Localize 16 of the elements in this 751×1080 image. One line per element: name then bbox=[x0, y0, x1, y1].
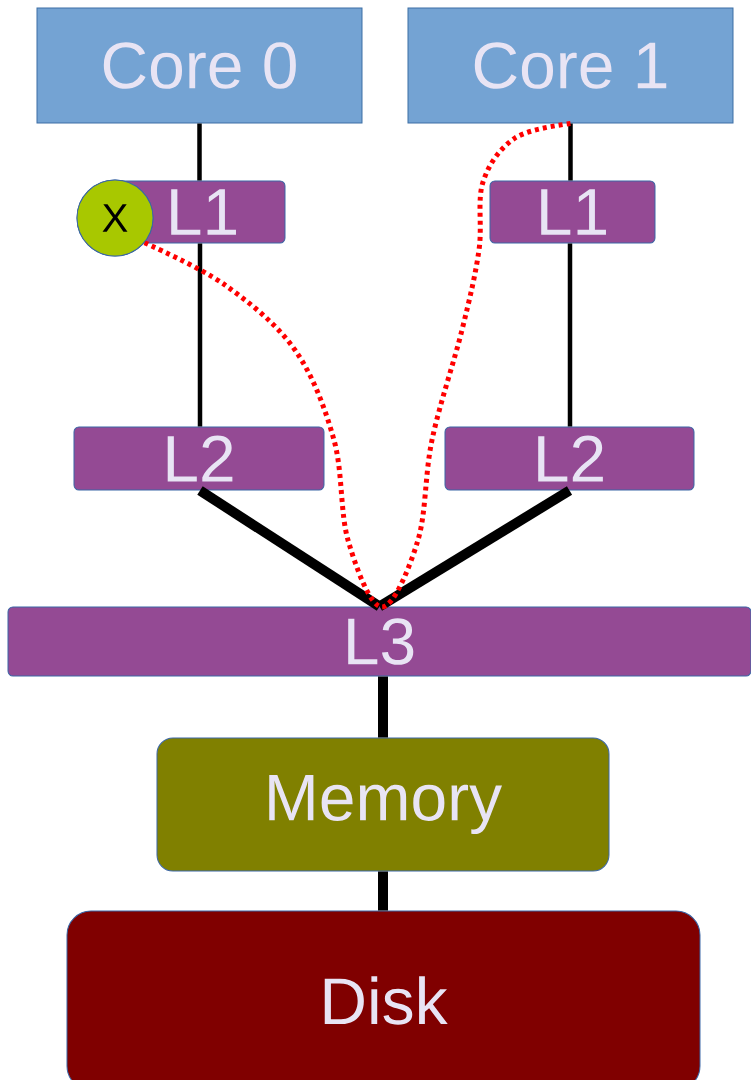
disk-box: Disk bbox=[66, 910, 701, 1080]
core-box: Core 0 bbox=[36, 7, 363, 124]
cache-box: L2 bbox=[444, 426, 695, 491]
connector-line bbox=[376, 486, 573, 611]
connector-line bbox=[197, 243, 203, 427]
connector-line bbox=[378, 871, 388, 911]
connector-line bbox=[378, 676, 388, 738]
cache-box: L3 bbox=[7, 606, 751, 677]
connector-line bbox=[567, 243, 573, 427]
connector-line bbox=[197, 123, 202, 181]
cache-box: L2 bbox=[73, 426, 325, 491]
core-box: Core 1 bbox=[407, 7, 734, 124]
cache-box: L1 bbox=[489, 180, 656, 244]
memory-box: Memory bbox=[156, 737, 610, 872]
connector-line bbox=[568, 123, 573, 181]
dotted-path bbox=[143, 121, 571, 610]
